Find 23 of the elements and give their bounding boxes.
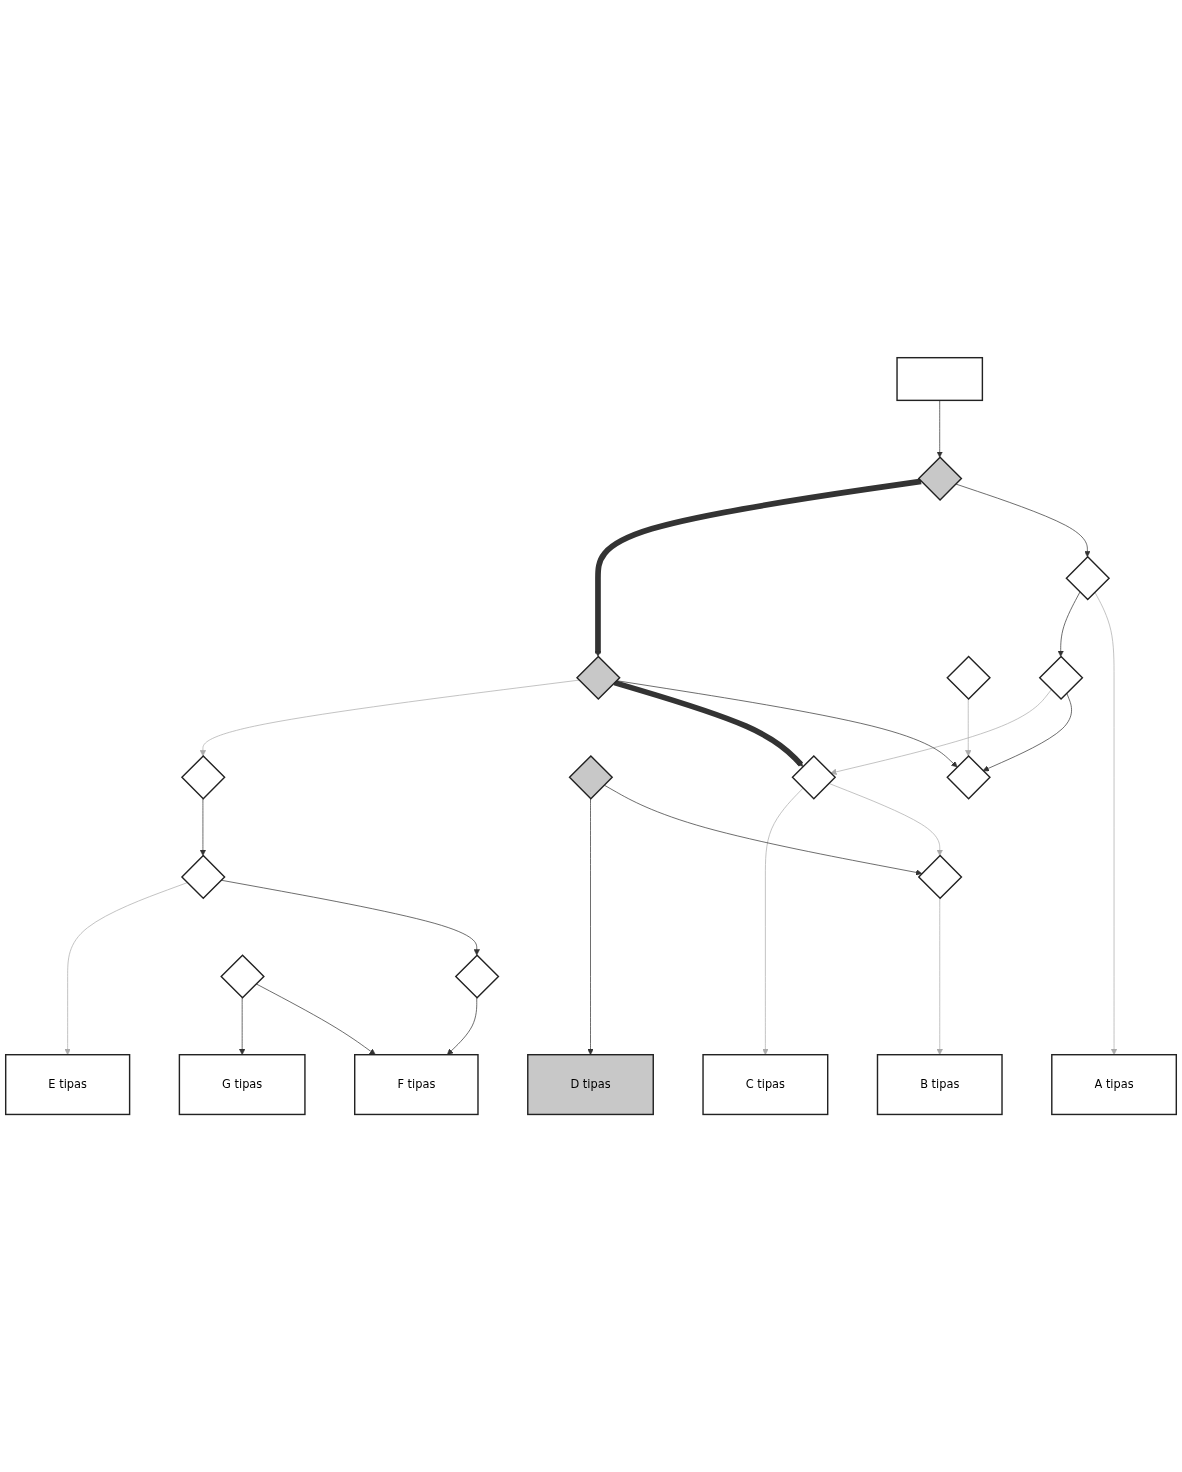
node-diamond	[946, 655, 991, 700]
node-diamond	[917, 854, 963, 900]
node-box: D tipas	[527, 1053, 654, 1116]
arrow	[613, 679, 804, 767]
node-box: E tipas	[5, 1053, 131, 1116]
node-diamond	[1038, 655, 1084, 700]
node-diamond	[454, 954, 500, 999]
arrow	[594, 478, 922, 657]
node-box: B tipas	[876, 1053, 1003, 1116]
node-box: A tipas	[1051, 1053, 1177, 1116]
node-diamond	[1065, 555, 1111, 601]
node-box: G tipas	[178, 1053, 306, 1116]
node-diamond	[568, 754, 614, 800]
node-box	[896, 356, 984, 401]
node-box: F tipas	[354, 1053, 479, 1116]
node-diamond	[791, 754, 837, 800]
node-box: C tipas	[702, 1053, 829, 1116]
node-diamond	[946, 754, 991, 800]
node-diamond	[220, 954, 265, 999]
node-diamond	[917, 456, 963, 501]
node-diamond	[180, 754, 226, 800]
node-diamond	[576, 655, 621, 700]
node-diamond	[180, 854, 226, 900]
